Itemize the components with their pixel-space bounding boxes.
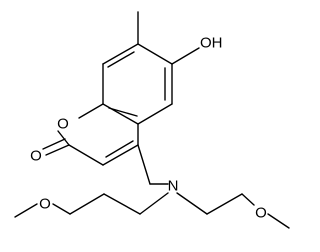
bond-cl3-ol [52,203,71,215]
ring-oxygen-label: O [57,116,69,133]
bond-c7-c6 [137,43,173,65]
bond-cr2-or [241,193,255,206]
bond-c4-ch2 [137,144,151,185]
bond-c2-o-b [42,138,66,150]
hydroxyl-label: OH [200,35,223,52]
bond-c5-c4a [137,103,173,125]
bond-c3-c4-inner [105,140,134,158]
atom-labels: OH O O N O O [30,35,267,222]
bond-cl1-cl2 [103,193,141,215]
bond-c3-c4 [102,144,139,166]
bond-o1-c2 [57,130,70,146]
bond-ol-me [14,203,38,218]
bond-cr1-cr2 [206,193,243,215]
bond-c2-c3 [68,144,104,166]
carbonyl-oxygen-label: O [30,148,42,165]
bond-c8a-c4a [102,103,139,125]
bond-c8a-c4a-inner [108,107,138,117]
bonds [14,11,290,229]
bond-or-me [267,213,290,229]
bond-c6-oh [171,47,200,65]
nitrogen-label: N [168,178,179,195]
bond-n-cl1 [139,192,169,215]
bond-n-cr1 [176,192,208,215]
chemical-structure-diagram: OH O O N O O [14,11,290,229]
bond-c7-c8 [102,43,139,65]
methoxy-oxygen-left-label: O [39,196,51,213]
bond-cl2-cl3 [69,193,105,215]
bond-c7-c8-inner [107,51,135,68]
bond-c2-o-a [45,144,70,156]
bond-c8a-o1 [78,103,104,119]
methoxy-oxygen-right-label: O [255,205,267,222]
